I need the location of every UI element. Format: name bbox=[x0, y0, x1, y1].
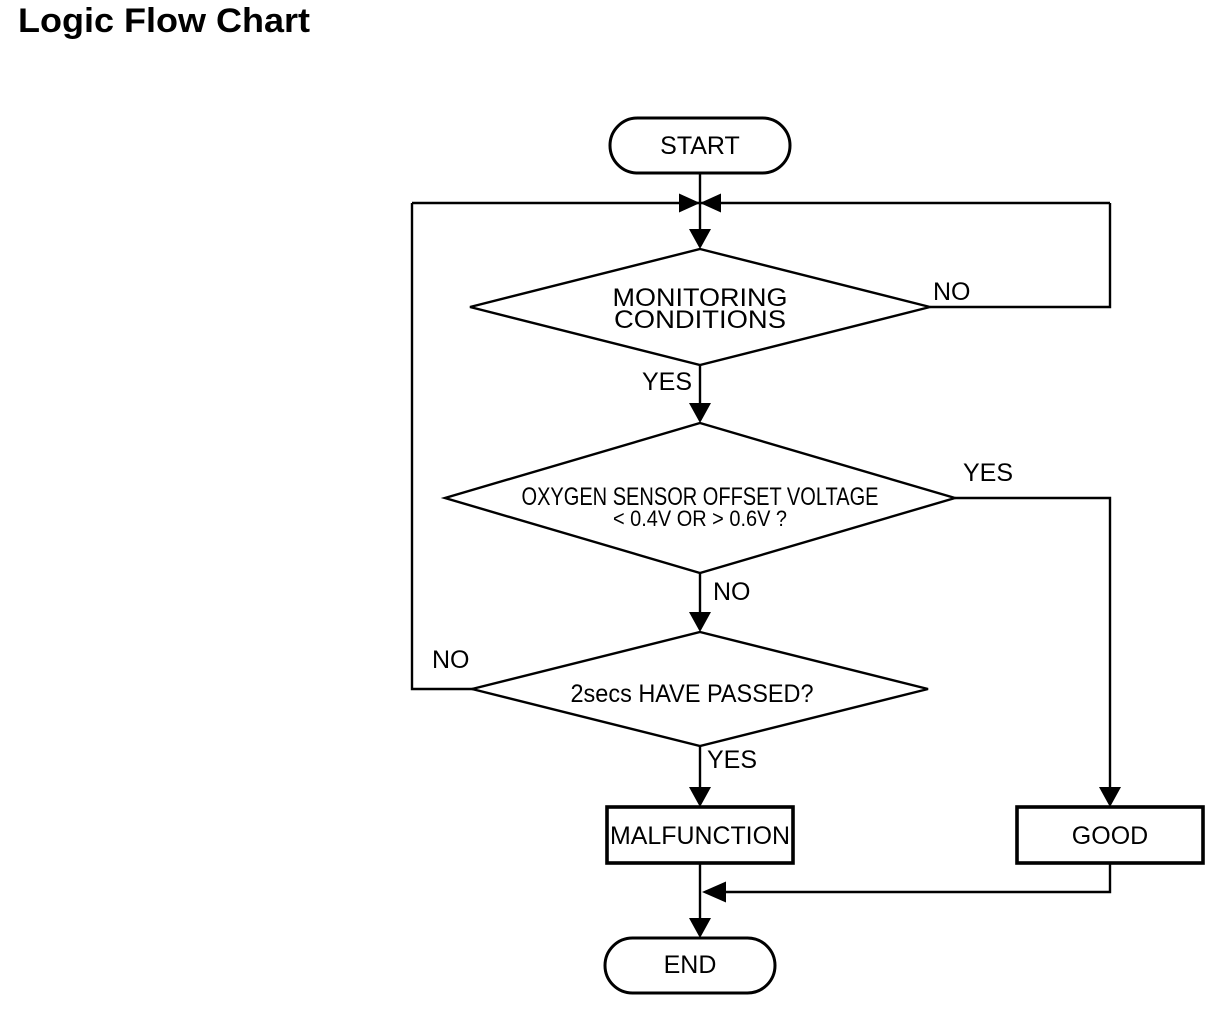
into-monitoring-arrowhead-icon bbox=[689, 229, 711, 249]
edge-monitoring-no-loop bbox=[930, 203, 1112, 309]
passed-label: 2secs HAVE PASSED? bbox=[571, 680, 814, 708]
monitoring-decision bbox=[469, 247, 931, 367]
start-label: START bbox=[660, 132, 740, 160]
oxygen-label-line2: < 0.4V OR > 0.6V ? bbox=[613, 506, 787, 531]
good-merge-arrowhead-icon bbox=[702, 881, 726, 903]
edge-oxygen-yes-to-good bbox=[955, 496, 1112, 803]
monitoring-label-line1: MONITORING bbox=[613, 284, 788, 312]
passed-yes-label: YES bbox=[707, 746, 757, 774]
malfunction-label: MALFUNCTION bbox=[610, 822, 790, 850]
oxygen-yes-label: YES bbox=[963, 459, 1013, 487]
passed-no-label: NO bbox=[432, 646, 470, 674]
start-node bbox=[608, 116, 792, 175]
oxygen-no-label: NO bbox=[713, 578, 751, 606]
end-node bbox=[603, 936, 777, 995]
end-label: END bbox=[664, 951, 717, 979]
page-title: Logic Flow Chart bbox=[18, 2, 310, 40]
good-node bbox=[1015, 805, 1205, 865]
good-label: GOOD bbox=[1072, 822, 1148, 850]
into-passed-arrowhead-icon bbox=[689, 612, 711, 632]
monitoring-label-line2: CONDITIONS bbox=[614, 306, 786, 334]
merge-left-arrowhead-icon bbox=[700, 193, 721, 213]
into-end-arrowhead-icon bbox=[689, 918, 711, 938]
into-oxygen-arrowhead-icon bbox=[689, 403, 711, 423]
monitoring-no-label: NO bbox=[933, 278, 971, 306]
oxygen-label-line1: OXYGEN SENSOR OFFSET VOLTAGE bbox=[522, 483, 879, 511]
edge-passed-no-loop bbox=[410, 203, 473, 691]
into-malfunction-arrowhead-icon bbox=[689, 787, 711, 807]
merge-right-arrowhead-icon bbox=[679, 193, 700, 213]
monitoring-yes-label: YES bbox=[642, 368, 692, 396]
edge-good-to-merge bbox=[705, 863, 1112, 894]
passed-decision bbox=[471, 630, 929, 748]
into-good-arrowhead-icon bbox=[1099, 787, 1121, 807]
oxygen-decision bbox=[440, 421, 960, 575]
